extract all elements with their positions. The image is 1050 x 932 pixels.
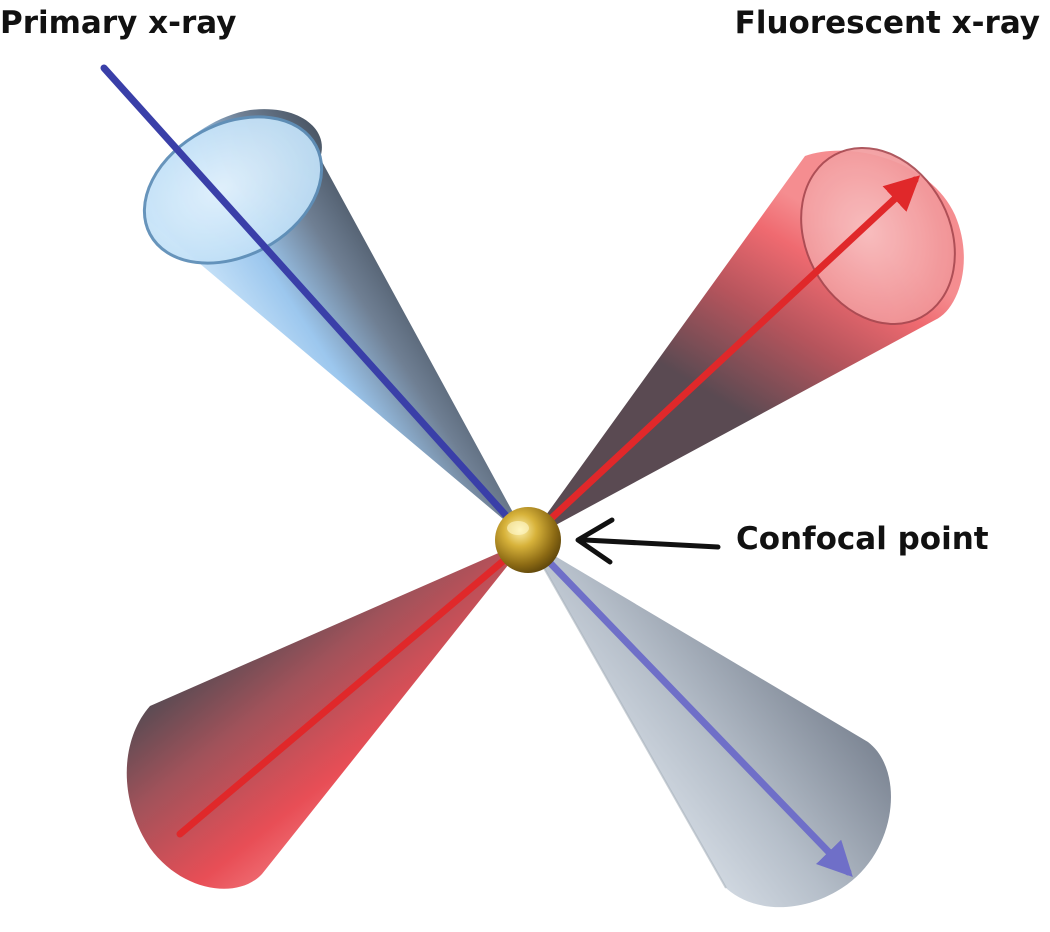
fluorescent-xray-beam-lower	[176, 536, 532, 838]
primary-xray-beam-incoming	[100, 64, 532, 544]
confocal-pointer-arrow-icon	[575, 517, 721, 565]
primary-xray-beam-outgoing	[524, 536, 853, 878]
fluorescent-xray-beam-upper	[524, 175, 921, 544]
confocal-point-highlight	[507, 521, 529, 535]
confocal-point-label: Confocal point	[736, 521, 989, 557]
primary-xray-label: Primary x-ray	[0, 5, 237, 41]
fluorescent-xray-label: Fluorescent x-ray	[734, 5, 1040, 41]
confocal-point-sphere-icon	[495, 507, 561, 573]
